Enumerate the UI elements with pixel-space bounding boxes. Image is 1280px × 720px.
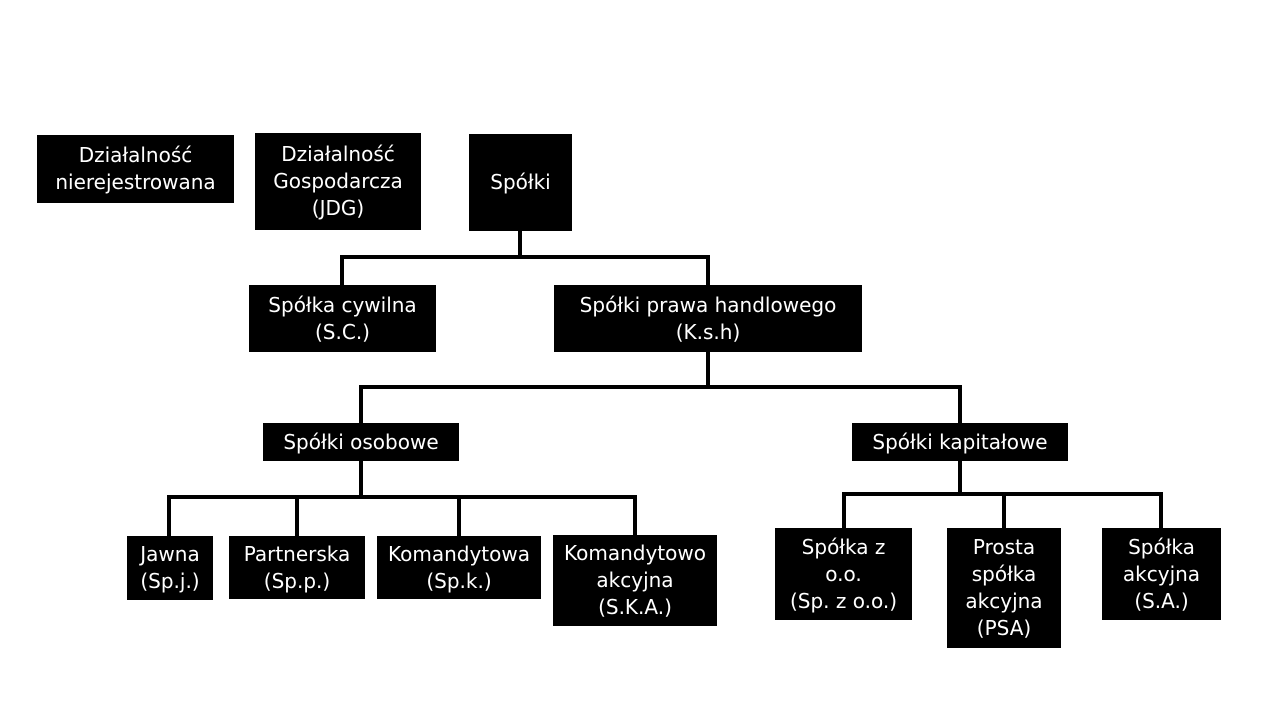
node-spolka-akcyjna: Spółka akcyjna (S.A.) bbox=[1102, 528, 1221, 620]
node-spolki: Spółki bbox=[469, 134, 572, 231]
node-komandytowo-akcyjna: Komandytowo akcyjna (S.K.A.) bbox=[553, 535, 717, 626]
node-label: o.o. bbox=[825, 561, 862, 586]
node-label: Partnerska bbox=[243, 541, 351, 566]
node-label: (Sp. z o.o.) bbox=[789, 588, 898, 613]
node-label: Spółki kapitałowe bbox=[872, 429, 1048, 454]
node-partnerska: Partnerska (Sp.p.) bbox=[229, 536, 365, 599]
node-label: Spółki bbox=[490, 170, 551, 194]
node-label: (S.K.A.) bbox=[598, 595, 672, 619]
node-jawna: Jawna (Sp.j.) bbox=[127, 536, 213, 600]
node-label: akcyjna bbox=[965, 589, 1043, 613]
node-label: akcyjna bbox=[1122, 561, 1201, 586]
node-spolki-kapitalowe: Spółki kapitałowe bbox=[852, 423, 1068, 461]
node-label: Spółka cywilna bbox=[268, 292, 417, 317]
node-label: Spółka z bbox=[801, 534, 886, 559]
node-komandytowa: Komandytowa (Sp.k.) bbox=[377, 536, 541, 599]
node-label: Spółka bbox=[1128, 534, 1195, 559]
node-label: (K.s.h) bbox=[675, 319, 741, 344]
node-label: Komandytowa bbox=[388, 541, 530, 566]
node-label: (Sp.p.) bbox=[263, 568, 331, 593]
node-jdg: Działalność Gospodarcza (JDG) bbox=[255, 133, 421, 230]
edge-spolki-children bbox=[340, 228, 710, 287]
node-label: (Sp.j.) bbox=[140, 569, 200, 593]
node-label: nierejestrowana bbox=[55, 170, 216, 194]
node-label: (JDG) bbox=[311, 196, 365, 220]
node-label: Działalność bbox=[281, 142, 395, 166]
node-label: Działalność bbox=[78, 143, 193, 167]
node-label: (Sp.k.) bbox=[426, 568, 492, 593]
node-spolki-prawa-handlowego: Spółki prawa handlowego (K.s.h) bbox=[554, 285, 862, 352]
node-label: (PSA) bbox=[976, 616, 1032, 640]
node-label: Gospodarcza bbox=[273, 169, 403, 193]
edge-osobowe-children bbox=[167, 459, 637, 538]
node-label: (S.A.) bbox=[1134, 588, 1189, 613]
edge-kapitalowe-children bbox=[842, 459, 1163, 531]
node-label: Spółki prawa handlowego bbox=[579, 292, 837, 317]
node-label: Spółki osobowe bbox=[283, 429, 439, 454]
node-label: Komandytowo bbox=[564, 541, 706, 565]
node-spolka-zoo: Spółka z o.o. (Sp. z o.o.) bbox=[775, 528, 912, 620]
edge-ksh-children bbox=[359, 349, 962, 425]
node-label: akcyjna bbox=[596, 568, 674, 592]
node-label: Jawna bbox=[140, 542, 200, 566]
node-spolka-cywilna: Spółka cywilna (S.C.) bbox=[249, 285, 436, 352]
node-label: Prosta bbox=[972, 535, 1036, 559]
node-label: spółka bbox=[971, 562, 1037, 586]
node-spolki-osobowe: Spółki osobowe bbox=[263, 423, 459, 461]
node-label: (S.C.) bbox=[315, 319, 370, 344]
node-psa: Prosta spółka akcyjna (PSA) bbox=[947, 528, 1061, 648]
node-dzialalnosc-nierejestrowana: Działalność nierejestrowana bbox=[37, 135, 234, 203]
